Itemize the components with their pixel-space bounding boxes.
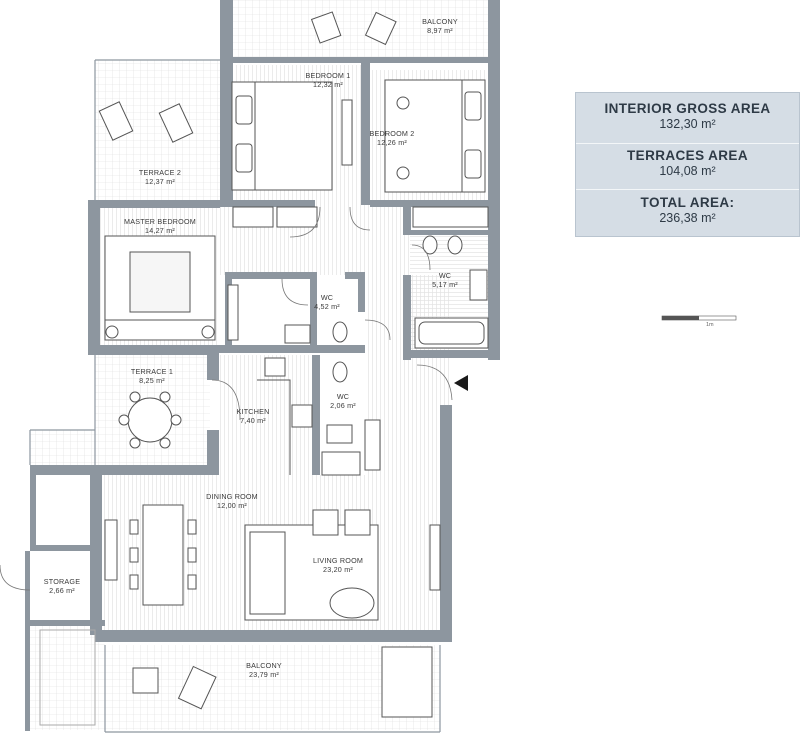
terraces-area-value: 104,08 m² [659,164,716,178]
room-area: 12,00 m² [217,501,247,510]
room-area: 14,27 m² [145,226,175,235]
interior-area-block: INTERIOR GROSS AREA 132,30 m² [576,101,799,131]
doors [0,206,453,591]
room-area: 2,06 m² [330,401,356,410]
room-name: TERRACE 2 [139,168,181,177]
room-area: 8,25 m² [139,376,165,385]
room-name: WC [337,392,349,401]
room-area: 8,97 m² [427,26,453,35]
terraces-area-label: TERRACES AREA [627,148,748,163]
room-name: BALCONY [246,661,282,670]
entrance-arrow-icon [454,375,468,391]
room-name: TERRACE 1 [131,367,173,376]
room-area: 7,40 m² [240,416,266,425]
room-labels: BALCONY 8,97 m² BEDROOM 1 12,32 m² BEDRO… [44,17,458,679]
furniture [39,11,489,726]
room-area: 12,32 m² [313,80,343,89]
room-name: BALCONY [422,17,458,26]
interior-area-label: INTERIOR GROSS AREA [604,101,771,116]
divider [576,143,799,144]
room-name: BEDROOM 1 [306,71,351,80]
room-area: 2,66 m² [49,586,75,595]
room-area: 23,79 m² [249,670,279,679]
total-area-value: 236,38 m² [659,211,716,225]
terraces-area-block: TERRACES AREA 104,08 m² [576,148,799,178]
total-area-label: TOTAL AREA: [640,195,735,210]
total-area-block: TOTAL AREA: 236,38 m² [576,195,799,225]
room-area: 5,17 m² [432,280,458,289]
room-name: BEDROOM 2 [370,129,415,138]
interior-area-value: 132,30 m² [659,117,716,131]
room-name: LIVING ROOM [313,556,363,565]
area-summary-panel: INTERIOR GROSS AREA 132,30 m² TERRACES A… [575,92,800,237]
room-area: 4,52 m² [314,302,340,311]
room-name: WC [321,293,333,302]
room-area: 12,26 m² [377,138,407,147]
room-name: WC [439,271,451,280]
railings [29,59,441,733]
scale-bar-icon [661,315,737,321]
divider [576,189,799,190]
room-name: KITCHEN [237,407,270,416]
room-area: 23,20 m² [323,565,353,574]
room-area: 12,37 m² [145,177,175,186]
scale-label: 1m [706,322,714,328]
room-name: STORAGE [44,577,80,586]
room-name: DINING ROOM [206,492,258,501]
room-name: MASTER BEDROOM [124,217,196,226]
